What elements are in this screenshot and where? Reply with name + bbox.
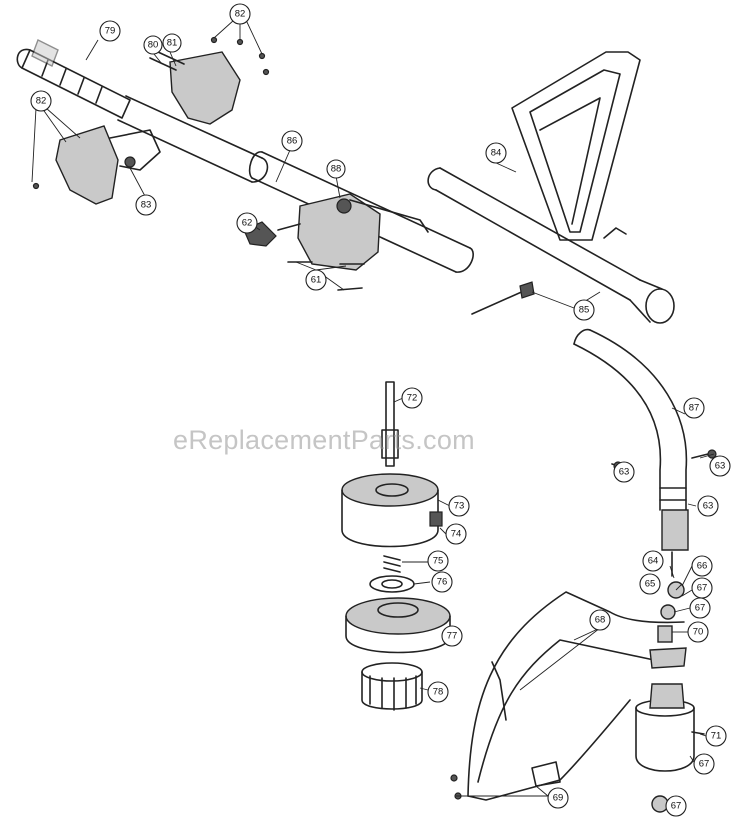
svg-text:67: 67 (671, 801, 682, 812)
callout-84: 84 (485, 142, 507, 164)
callout-87: 87 (683, 397, 705, 419)
callout-78: 78 (427, 681, 449, 703)
bump-knob (361, 662, 423, 711)
watermark: eReplacementParts.com (173, 425, 475, 455)
callout-77: 77 (441, 625, 463, 647)
svg-text:84: 84 (491, 148, 502, 159)
callout-83: 83 (135, 194, 157, 216)
svg-text:66: 66 (697, 561, 708, 572)
callout-68: 68 (589, 609, 611, 631)
svg-text:85: 85 (579, 305, 590, 316)
callout-63-right: 63 (709, 455, 731, 477)
handle-grip (16, 39, 131, 119)
callout-71: 71 (705, 725, 727, 747)
svg-text:77: 77 (447, 631, 458, 642)
callout-67-c: 67 (693, 753, 715, 775)
callout-65: 65 (639, 573, 661, 595)
svg-text:69: 69 (553, 793, 564, 804)
head-bolt (381, 381, 399, 467)
throttle-housing (32, 125, 161, 205)
callout-70: 70 (687, 621, 709, 643)
callout-88: 88 (326, 159, 346, 179)
callout-82-top: 82 (229, 3, 251, 25)
callout-74: 74 (445, 523, 467, 545)
svg-text:63: 63 (715, 461, 726, 472)
callout-76: 76 (431, 571, 453, 593)
svg-text:80: 80 (148, 40, 159, 51)
callout-67-a: 67 (691, 577, 713, 599)
svg-text:79: 79 (105, 26, 116, 37)
svg-text:61: 61 (311, 275, 322, 286)
callout-69: 69 (547, 787, 569, 809)
svg-text:76: 76 (437, 577, 448, 588)
svg-text:86: 86 (287, 136, 298, 147)
svg-text:74: 74 (451, 529, 462, 540)
svg-text:63: 63 (619, 467, 630, 478)
callout-63-left: 63 (613, 461, 635, 483)
svg-text:67: 67 (697, 583, 708, 594)
svg-text:65: 65 (645, 579, 656, 590)
leader-lines (31, 19, 715, 807)
callout-81: 81 (162, 33, 182, 53)
svg-text:64: 64 (648, 556, 659, 567)
svg-text:67: 67 (695, 603, 706, 614)
svg-text:81: 81 (167, 38, 178, 49)
spring (383, 555, 401, 573)
callout-67-d: 67 (665, 795, 687, 817)
svg-text:62: 62 (242, 218, 253, 229)
svg-text:72: 72 (407, 393, 418, 404)
upper-shaft (117, 95, 474, 273)
callout-79: 79 (99, 20, 121, 42)
line-spool (345, 597, 451, 654)
svg-text:78: 78 (433, 687, 444, 698)
callout-82-left: 82 (30, 90, 52, 112)
callout-66: 66 (691, 555, 713, 577)
spool-housing (341, 473, 443, 548)
svg-text:68: 68 (595, 615, 606, 626)
callout-61: 61 (305, 269, 327, 291)
callout-86: 86 (281, 130, 303, 152)
callout-85: 85 (573, 299, 595, 321)
callout-63-lower: 63 (697, 495, 719, 517)
svg-text:82: 82 (36, 96, 47, 107)
callout-73: 73 (448, 495, 470, 517)
svg-text:63: 63 (703, 501, 714, 512)
washer (369, 575, 415, 593)
svg-text:83: 83 (141, 200, 152, 211)
svg-text:75: 75 (433, 556, 444, 567)
callout-72: 72 (401, 387, 423, 409)
svg-text:70: 70 (693, 627, 704, 638)
callout-62: 62 (236, 212, 258, 234)
guard (450, 591, 687, 801)
callout-80: 80 (143, 35, 163, 55)
gear-head (635, 683, 705, 813)
loop-handle (427, 51, 675, 324)
svg-text:67: 67 (699, 759, 710, 770)
svg-text:87: 87 (689, 403, 700, 414)
callout-75: 75 (427, 550, 449, 572)
lower-shaft (573, 328, 717, 643)
callout-67-b: 67 (689, 597, 711, 619)
svg-text:88: 88 (331, 164, 342, 175)
svg-text:73: 73 (454, 501, 465, 512)
handle-clamp (243, 193, 429, 291)
callout-64: 64 (642, 550, 664, 572)
svg-text:82: 82 (235, 9, 246, 20)
svg-text:71: 71 (711, 731, 722, 742)
